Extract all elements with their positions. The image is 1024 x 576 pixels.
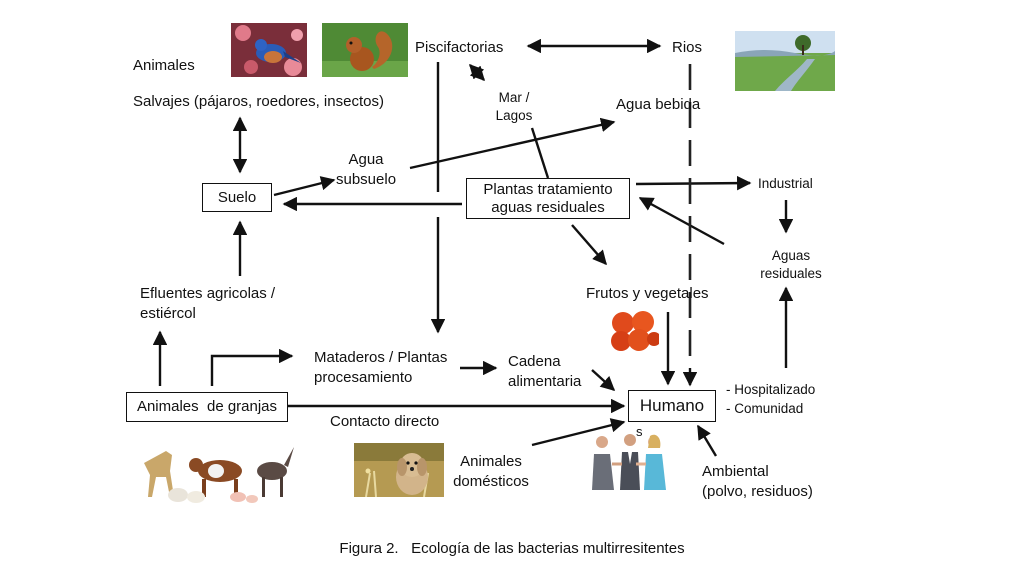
mataderos-line1: Mataderos / Plantas xyxy=(314,349,448,366)
domesticos-line1: Animales xyxy=(460,453,522,470)
rios-label: Rios xyxy=(672,39,703,56)
mar-lagos-line1: Mar / xyxy=(498,90,530,105)
animales-granjas-box: Animales de granjas xyxy=(126,392,288,422)
aguas-residuales-line2: residuales xyxy=(760,266,822,281)
mar-lagos-line2: Lagos xyxy=(495,108,533,123)
tomato-photo xyxy=(609,309,659,352)
ambiental-line2: (polvo, residuos) xyxy=(702,483,813,500)
animales-label: Animales xyxy=(133,57,195,74)
piscifactorias-label: Piscifactorias xyxy=(415,39,504,56)
agua-subsuelo-line2: subsuelo xyxy=(336,171,397,188)
aguas-residuales-label: Aguas residuales xyxy=(754,247,828,283)
mar-lagos-label: Mar / Lagos xyxy=(490,89,538,125)
industrial-label: Industrial xyxy=(758,176,813,191)
plantas-tratamiento-box: Plantas tratamiento aguas residuales xyxy=(466,178,630,219)
humano-box: Humano xyxy=(628,390,716,422)
animales-salvajes-label: Salvajes (pájaros, roedores, insectos) xyxy=(133,93,384,110)
aguas-residuales-line1: Aguas xyxy=(771,248,811,263)
river-photo xyxy=(735,31,835,91)
agua-bebida-label: Agua bebida xyxy=(616,96,701,113)
contacto-directo-label: Contacto directo xyxy=(330,413,440,430)
efluentes-line1: Efluentes agricolas / xyxy=(140,285,276,302)
agua-subsuelo-line1: Agua xyxy=(348,151,384,168)
suelo-label: Suelo xyxy=(217,188,257,206)
ambiental-line1: Ambiental xyxy=(702,463,769,480)
cadena-alimentaria-label: Cadena alimentaria xyxy=(508,352,581,392)
cadena-line2: alimentaria xyxy=(508,373,582,390)
comunidad-label: - Comunidad xyxy=(726,401,804,416)
humano-s-label: s xyxy=(636,424,643,439)
agua-subsuelo-label: Agua subsuelo xyxy=(336,150,396,190)
humano-label: Humano xyxy=(639,396,705,415)
mataderos-label: Mataderos / Plantas procesamiento xyxy=(314,348,447,388)
animales-domesticos-label: Animales domésticos xyxy=(452,452,530,492)
figure-caption: Figura 2. Ecología de las bacterias mult… xyxy=(339,540,685,557)
efluentes-label: Efluentes agricolas / estiércol xyxy=(140,284,275,324)
plantas-line2: aguas residuales xyxy=(491,198,605,216)
squirrel-photo xyxy=(322,23,408,77)
farm-animals-photo xyxy=(138,441,302,509)
mataderos-line2: procesamiento xyxy=(314,369,413,386)
animales-granjas-label: Animales de granjas xyxy=(136,398,278,415)
ambiental-label: Ambiental (polvo, residuos) xyxy=(702,462,813,502)
frutos-vegetales-label: Frutos y vegetales xyxy=(586,285,709,302)
efluentes-line2: estiércol xyxy=(140,305,196,322)
suelo-box: Suelo xyxy=(202,183,272,212)
hospitalizado-label: - Hospitalizado xyxy=(726,382,816,397)
people-photo xyxy=(586,430,670,490)
bird-photo xyxy=(231,23,307,77)
plantas-line1: Plantas tratamiento xyxy=(483,180,613,198)
cadena-line1: Cadena xyxy=(508,353,561,370)
dog-photo xyxy=(354,443,444,497)
domesticos-line2: domésticos xyxy=(453,473,529,490)
